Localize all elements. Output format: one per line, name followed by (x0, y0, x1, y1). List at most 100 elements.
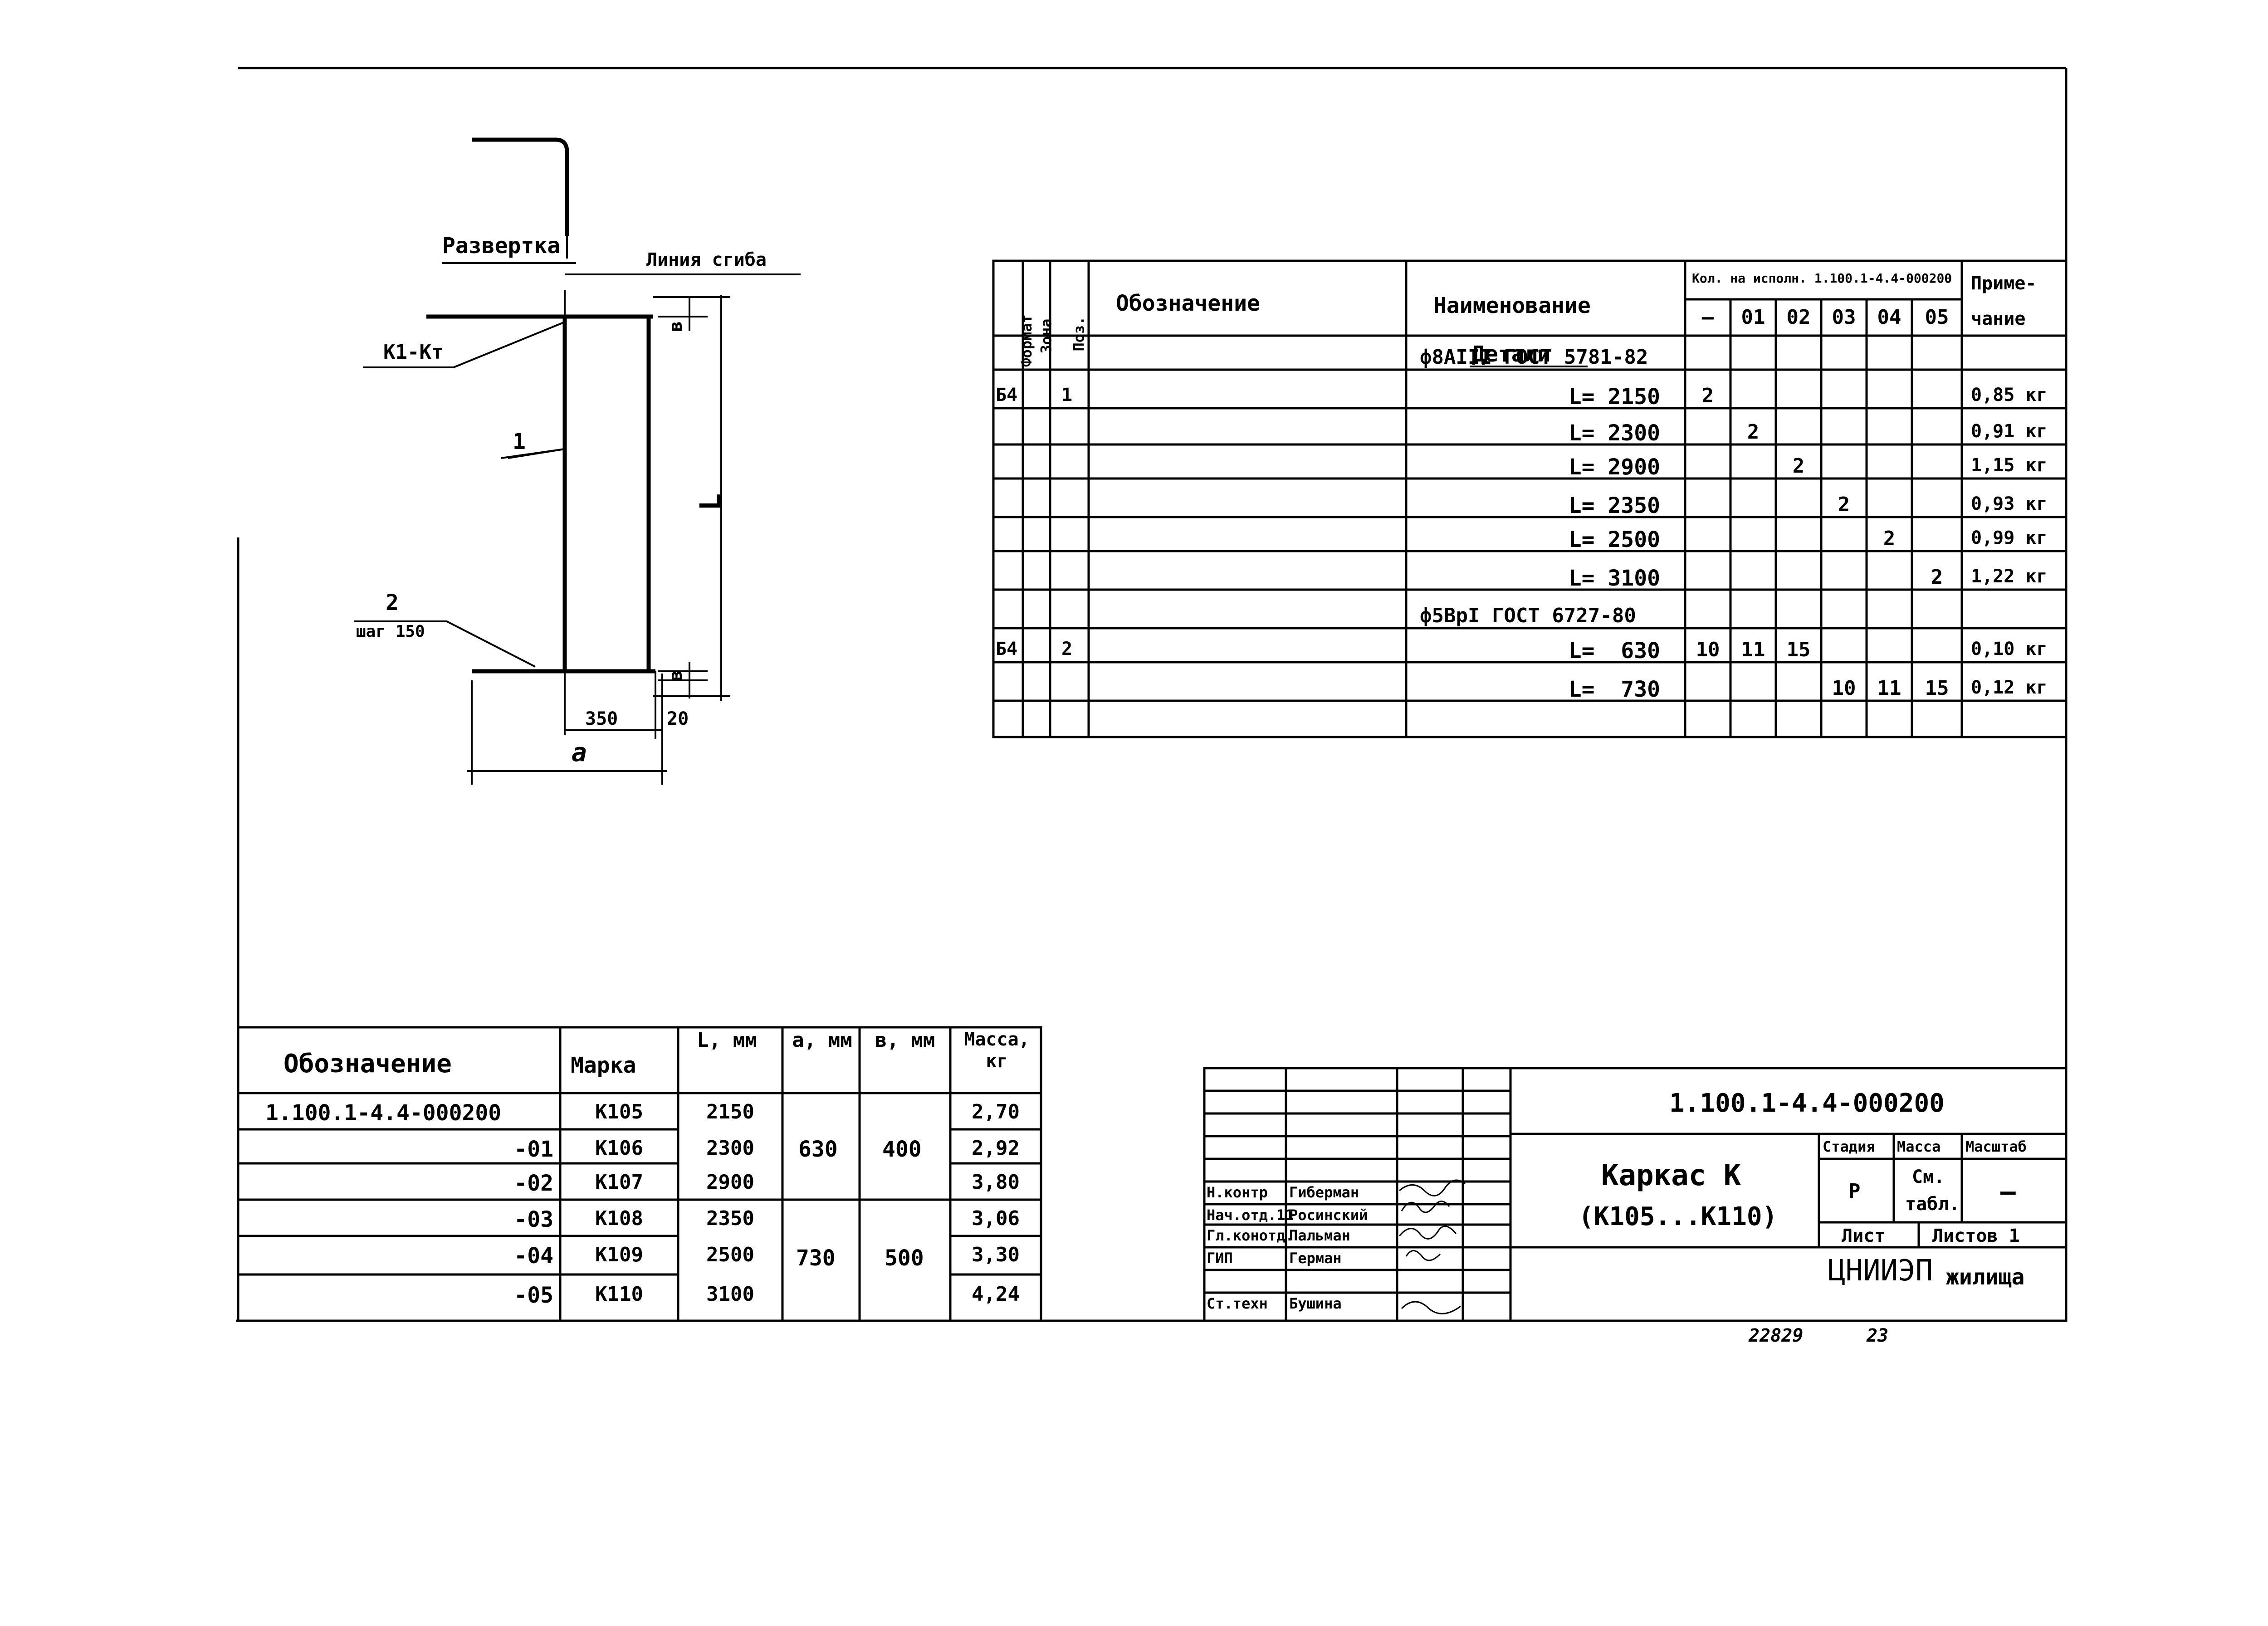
marks-L-cell: 2900 (706, 1171, 754, 1194)
massa-label: Масса (1897, 1138, 1941, 1155)
title-line2: (К105...К110) (1579, 1202, 1778, 1231)
a-group2: 730 (796, 1245, 836, 1271)
spec-qty-cell: 2 (1931, 566, 1943, 589)
signer-role: ГИП (1207, 1250, 1233, 1267)
doc-code: 1.100.1-4.4-000200 (1669, 1089, 1945, 1118)
bend-line-label: Линия сгиба (646, 249, 767, 270)
marks-mark-cell: К107 (595, 1171, 643, 1194)
variant-header: 04 (1877, 306, 1901, 329)
variant-header: 01 (1741, 306, 1765, 329)
a-group1: 630 (798, 1137, 838, 1162)
spec-qty-cell: 2 (1883, 527, 1896, 550)
variant-header: — (1701, 306, 1714, 329)
list-label: Лист (1842, 1226, 1886, 1246)
spec-name-cell: ф5ВрI ГОСТ 6727-80 (1420, 604, 1636, 627)
spec-col-format: Формат (1017, 314, 1035, 367)
spec-name-cell: L= 730 (1568, 677, 1660, 702)
marks-table-grid (237, 1026, 1042, 1322)
marks-L-cell: 3100 (706, 1283, 754, 1306)
masshtab-value: — (2000, 1177, 2016, 1206)
signer-role: Нач.отд.11 (1207, 1206, 1294, 1224)
marks-L-cell: 2300 (706, 1137, 754, 1160)
title-block-grid (1203, 1067, 2068, 1322)
marks-designation-cell: -01 (514, 1137, 553, 1162)
spec-qty-cell: 15 (1786, 638, 1811, 661)
spec-table-grid (992, 259, 2068, 738)
org-name-1: ЦНИИЭП (1828, 1254, 1933, 1288)
marks-mark-cell: К109 (595, 1243, 643, 1266)
dim-350: 350 (585, 708, 618, 729)
massa-value-1: См. (1912, 1167, 1945, 1187)
spec-qty-cell: 2 (1838, 493, 1850, 516)
spec-note-cell: 0,91 кг (1971, 421, 2048, 442)
b-group1: 400 (882, 1137, 922, 1162)
spec-name-cell: ф8АIII ГОСТ 5781-82 (1420, 346, 1648, 369)
spec-name-cell: L= 2900 (1568, 454, 1660, 480)
signer-name: Росинский (1289, 1206, 1368, 1224)
dim-b-bottom: в (665, 670, 687, 682)
marks-mark-cell: К108 (595, 1207, 643, 1230)
spec-note-cell: 0,85 кг (1971, 385, 2048, 405)
marks-L-cell: 2500 (706, 1243, 754, 1266)
marks-mass-cell: 3,06 (972, 1207, 1020, 1230)
spec-note-cell: 1,15 кг (1971, 455, 2048, 476)
spec-poz-cell: 1 (1061, 385, 1073, 405)
callout-k1kt: К1-Кт (383, 341, 444, 364)
bent-bar-sketch (472, 137, 569, 236)
inventory-number: 22829 (1749, 1325, 1804, 1346)
listov-label: Листов 1 (1932, 1226, 2020, 1246)
marks-mass-cell: 2,92 (972, 1137, 1020, 1160)
spec-col-prim1: Приме- (1971, 273, 2037, 294)
spec-note-cell: 0,99 кг (1971, 527, 2048, 548)
razvertka-label: Развертка (442, 233, 561, 259)
dim-b-top: в (665, 321, 687, 332)
marks-mark-cell: К105 (595, 1100, 643, 1123)
marks-header-mass: Масса, кг (964, 1029, 1030, 1072)
marks-designation-cell: -04 (514, 1243, 553, 1269)
signer-role: Гл.конотд. (1207, 1227, 1294, 1244)
marks-mass-cell: 3,30 (972, 1243, 1020, 1266)
marks-header-mark: Марка (571, 1053, 636, 1078)
spec-col-naimenovanie: Наименование (1433, 293, 1591, 318)
callout-pos2: 2 (386, 590, 399, 615)
marks-designation-cell: -05 (514, 1283, 553, 1308)
signer-name: Пальман (1289, 1227, 1350, 1244)
stadia-label: Стадия (1823, 1138, 1875, 1155)
signer-name: Герман (1289, 1250, 1342, 1267)
variant-header: 03 (1832, 306, 1856, 329)
spec-qty-cell: 2 (1792, 454, 1805, 478)
variant-header: 05 (1925, 306, 1949, 329)
marks-mass-cell: 4,24 (972, 1283, 1020, 1306)
marks-L-cell: 2150 (706, 1100, 754, 1123)
dim-a: а (572, 738, 587, 767)
signer-name: Бушина (1289, 1295, 1342, 1312)
spec-col-kol: Кол. на исполн. 1.100.1-4.4-000200 (1692, 271, 1952, 286)
signer-role: Н.контр (1207, 1184, 1268, 1201)
spec-qty-cell: 10 (1832, 677, 1856, 700)
spec-qty-cell: 10 (1696, 638, 1720, 661)
marks-header-a: а, мм (792, 1029, 852, 1052)
callout-step: шаг 150 (356, 622, 425, 641)
b-group2: 500 (885, 1245, 924, 1271)
spec-qty-cell: 15 (1925, 677, 1949, 700)
spec-note-cell: 0,12 кг (1971, 677, 2048, 698)
marks-designation-cell: 1.100.1-4.4-000200 (265, 1100, 502, 1126)
massa-value-2: табл. (1905, 1194, 1960, 1215)
page-number: 23 (1867, 1325, 1889, 1346)
stadia-value: Р (1848, 1180, 1861, 1203)
spec-format-cell: Б4 (996, 385, 1018, 405)
signer-role: Ст.техн (1207, 1295, 1268, 1312)
org-name-2: жилища (1946, 1265, 2025, 1290)
spec-col-prim2: чание (1971, 308, 2026, 329)
spec-qty-cell: 2 (1747, 420, 1760, 444)
spec-poz-cell: 2 (1061, 639, 1073, 659)
spec-name-cell: L= 3100 (1568, 566, 1660, 591)
spec-name-cell: L= 2300 (1568, 420, 1660, 446)
spec-name-cell: L= 2500 (1568, 527, 1660, 552)
masshtab-label: Масштаб (1965, 1138, 2027, 1155)
spec-note-cell: 0,10 кг (1971, 639, 2048, 659)
spec-col-poz: Поз. (1070, 316, 1088, 352)
marks-mark-cell: К110 (595, 1283, 643, 1306)
marks-mass-cell: 3,80 (972, 1171, 1020, 1194)
